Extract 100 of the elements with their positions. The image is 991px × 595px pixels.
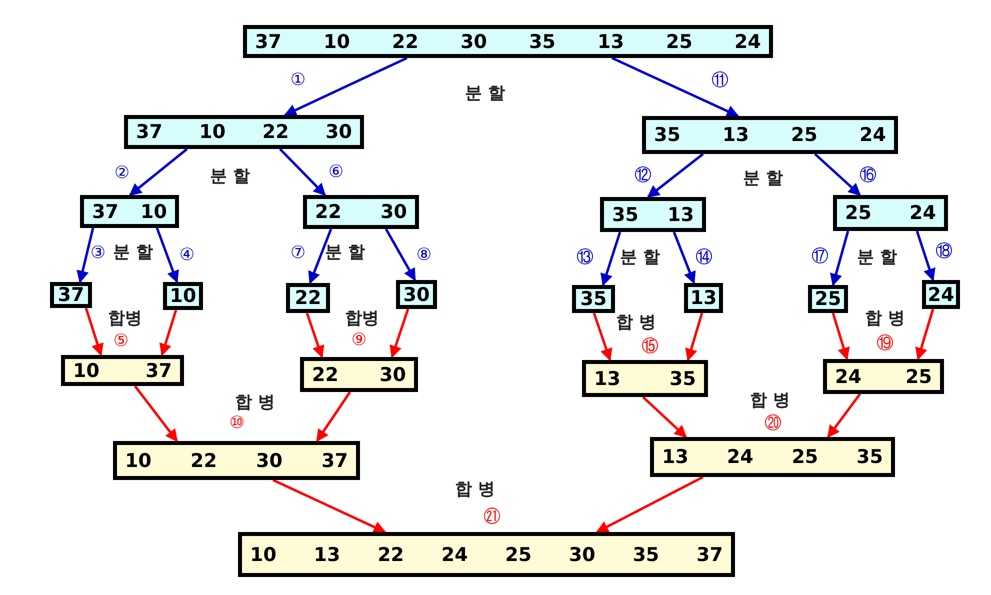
step-label: 합 병 xyxy=(750,390,790,412)
array-value: 30 xyxy=(568,544,596,566)
arrow xyxy=(647,153,704,198)
array-value: 37 xyxy=(136,121,162,143)
step-number: ① xyxy=(290,70,306,90)
array-box xyxy=(808,285,848,313)
array-value: 10 xyxy=(250,544,276,566)
array-value: 37 xyxy=(92,200,118,222)
step-number: ⑩ xyxy=(229,413,245,433)
arrow xyxy=(384,228,416,282)
array-box xyxy=(113,441,360,480)
array-value: 13 xyxy=(722,124,749,146)
array-box xyxy=(600,197,706,232)
arrow xyxy=(814,153,861,196)
array-value: 22 xyxy=(392,30,418,52)
step-number: ④ xyxy=(179,245,195,265)
array-value: 30 xyxy=(326,121,352,143)
array-value: 22 xyxy=(190,450,217,472)
array-value: 35 xyxy=(612,204,638,226)
step-label: 합병 xyxy=(345,308,379,330)
array-value: 22 xyxy=(262,121,289,143)
array-value: 13 xyxy=(314,544,340,566)
step-label: 합 병 xyxy=(616,312,656,334)
array-value: 37 xyxy=(255,30,282,52)
arrow xyxy=(642,396,687,438)
step-label: 분 할 xyxy=(113,242,153,264)
array-box xyxy=(642,116,898,154)
array-value: 13 xyxy=(594,368,620,390)
step-number: ⑪ xyxy=(712,70,728,92)
array-value: 35 xyxy=(529,30,556,52)
array-box xyxy=(124,115,364,149)
array-value: 35 xyxy=(856,446,883,468)
step-number: ⑤ xyxy=(113,331,129,351)
array-box xyxy=(238,532,735,577)
arrow xyxy=(134,385,178,442)
array-box xyxy=(303,195,419,229)
array-value: 13 xyxy=(668,204,694,226)
step-number: ⑯ xyxy=(860,164,876,186)
array-value: 30 xyxy=(256,450,282,472)
array-value: 25 xyxy=(666,30,692,52)
array-box xyxy=(396,280,437,309)
array-value: 22 xyxy=(312,364,338,386)
array-value: 30 xyxy=(380,201,407,223)
arrow xyxy=(316,391,352,442)
step-label: 분 할 xyxy=(857,246,897,268)
step-number: ⑬ xyxy=(576,246,594,268)
array-box xyxy=(300,357,418,392)
array-value: 22 xyxy=(378,544,404,566)
array-value: 37 xyxy=(322,450,348,472)
array-value: 22 xyxy=(294,287,322,309)
array-value: 25 xyxy=(505,544,532,566)
array-box xyxy=(684,283,723,313)
arrow xyxy=(284,56,408,116)
array-value: 30 xyxy=(403,284,430,306)
step-label: 합 병 xyxy=(455,478,495,500)
step-label: 분 할 xyxy=(465,82,505,104)
arrow xyxy=(832,312,850,360)
array-value: 13 xyxy=(598,30,624,52)
array-value: 10 xyxy=(324,30,350,52)
arrow xyxy=(390,308,410,358)
arrow xyxy=(672,232,696,284)
step-number: ⑧ xyxy=(416,245,432,265)
step-label: 분 할 xyxy=(210,166,250,188)
step-number: ⑨ xyxy=(351,330,367,350)
array-value: 35 xyxy=(632,544,660,566)
arrow xyxy=(279,148,326,196)
step-number: ⑰ xyxy=(812,246,828,268)
array-value: 37 xyxy=(146,360,172,382)
array-value: 25 xyxy=(845,202,872,224)
array-box xyxy=(823,359,944,394)
array-value: 24 xyxy=(835,366,862,388)
array-value: 37 xyxy=(58,284,84,306)
array-value: 35 xyxy=(580,288,607,310)
arrow xyxy=(76,228,94,284)
array-value: 25 xyxy=(791,124,818,146)
arrow xyxy=(600,232,622,286)
array-value: 35 xyxy=(670,368,696,390)
arrow xyxy=(596,476,704,534)
array-value: 22 xyxy=(315,201,342,223)
step-number: ⑥ xyxy=(328,162,344,182)
array-box xyxy=(650,437,895,477)
arrow xyxy=(84,308,104,356)
step-label: 합병 xyxy=(108,308,142,330)
step-label: 합 병 xyxy=(865,308,905,330)
array-box xyxy=(80,195,179,228)
array-value: 10 xyxy=(73,360,100,382)
array-value: 25 xyxy=(792,446,818,468)
arrow xyxy=(156,228,179,284)
step-number: ⑱ xyxy=(936,240,952,262)
array-value: 30 xyxy=(380,364,406,386)
array-box xyxy=(572,285,615,313)
array-value: 25 xyxy=(814,288,842,310)
step-number: ⑫ xyxy=(634,164,652,186)
array-value: 13 xyxy=(690,287,717,309)
array-value: 24 xyxy=(928,284,954,306)
array-value: 10 xyxy=(140,200,167,222)
step-number: ⑳ xyxy=(764,412,782,434)
array-box xyxy=(61,355,184,386)
array-value: 24 xyxy=(734,30,761,52)
step-number: ③ xyxy=(90,243,106,263)
